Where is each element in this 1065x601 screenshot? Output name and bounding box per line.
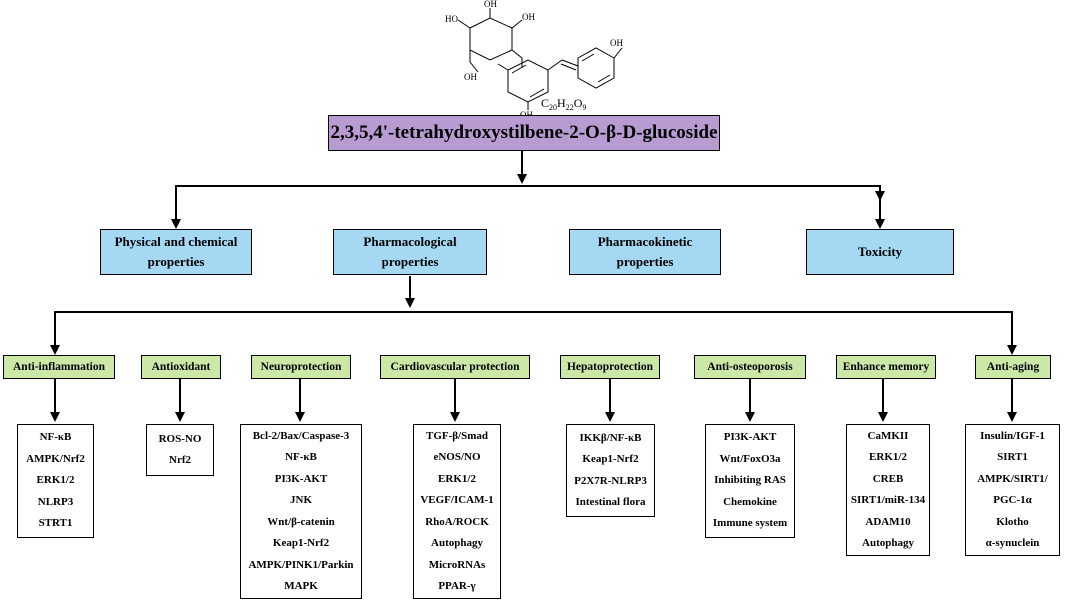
category-toxicity: Toxicity [806,229,954,275]
pathway-list-neuroprotection: Bcl-2/Bax/Caspase-3 NF-κB PI3K-AKT JNK W… [240,424,362,599]
property-anti-osteoporosis: Anti-osteoporosis [694,355,806,379]
property-cardiovascular-protection: Cardiovascular protection [380,355,530,379]
pathway-item: Wnt/β-catenin [267,515,335,528]
compound-name-box: 2,3,5,4'-tetrahydroxystilbene-2-O-β-D-gl… [328,115,720,151]
category-pharmacological: Pharmacological properties [333,229,487,275]
pathway-list-enhance-memory: CaMKII ERK1/2 CREB SIRT1/miR-134 ADAM10 … [846,424,930,556]
molecular-formula: C20H22O9 [541,96,586,112]
property-enhance-memory: Enhance memory [836,355,936,379]
pathway-item: Immune system [712,517,788,530]
pathway-item: Insulin/IGF-1 [980,429,1045,442]
phenol-ring-a [507,59,549,103]
pathway-item: STRT1 [38,517,73,530]
pathway-item: Nrf2 [169,454,191,466]
pathway-item: Wnt/FoxO3a [719,452,781,465]
pathway-item: ERK1/2 [438,472,476,485]
properties-bus [54,311,1013,352]
pathway-item: PI3K-AKT [274,472,328,485]
pathway-item: AMPK/Nrf2 [26,452,85,465]
pathway-item: ERK1/2 [869,451,907,463]
pathway-list-anti-inflammation: NF-κB AMPK/Nrf2 ERK1/2 NLRP3 STRT1 [17,424,94,538]
pathway-item: SIRT1 [997,451,1028,463]
pathway-item: α-synuclein [985,537,1040,549]
pathway-item: TGF-β/Smad [425,429,489,442]
pathway-item: Keap1-Nrf2 [272,537,330,549]
pathway-list-antioxidant: ROS-NO Nrf2 [146,424,214,476]
oh-label: OH [464,72,477,82]
pathway-item: SIRT1/miR-134 [850,494,926,506]
pathway-list-hepatoprotection: IKKβ/NF-κB Keap1-Nrf2 P2X7R-NLRP3 Intest… [566,424,655,517]
pathway-item: MicroRNAs [428,558,486,571]
pathway-item: CaMKII [867,429,909,442]
pathway-item: PPAR-γ [438,580,476,592]
property-hepatoprotection: Hepatoprotection [560,355,660,379]
pathway-item: P2X7R-NLRP3 [574,474,647,487]
oh-label: OH [522,12,535,22]
pathway-item: ADAM10 [865,515,911,528]
glucose-ring [469,17,513,61]
pathway-item: Chemokine [723,495,777,508]
chemical-structure: HO OH OH OH OH OH C20H22O9 [445,0,623,120]
pathway-item: AMPK/SIRT1/ [977,472,1048,485]
pathway-item: PGC-1α [993,494,1032,506]
pathway-item: IKKβ/NF-κB [579,431,642,444]
pathway-list-anti-aging: Insulin/IGF-1 SIRT1 AMPK/SIRT1/ PGC-1α K… [965,424,1060,556]
pathway-item: PI3K-AKT [723,431,777,444]
category-pharmacokinetic: Pharmacokinetic properties [569,229,721,275]
pathway-item: Autophagy [431,537,483,549]
pathway-item: ROS-NO [158,432,202,445]
pathway-item: Bcl-2/Bax/Caspase-3 [252,429,350,442]
category-physical-chemical: Physical and chemical properties [100,229,252,275]
pathway-item: Keap1-Nrf2 [582,453,639,465]
pathway-item: eNOS/NO [433,451,481,463]
pathway-item: Intestinal flora [575,496,646,508]
pathway-item: RhoA/ROCK [425,515,489,528]
pathway-item: AMPK/PINK1/Parkin [248,558,354,571]
pathway-item: VEGF/ICAM-1 [420,494,494,506]
pathway-item: NLRP3 [37,495,74,508]
oh-label: OH [610,38,623,48]
property-antioxidant: Antioxidant [141,355,221,379]
pathway-item: NF-κB [39,431,72,444]
pathway-list-cardiovascular: TGF-β/Smad eNOS/NO ERK1/2 VEGF/ICAM-1 Rh… [413,424,501,599]
categories-bus [175,185,885,201]
pathway-item: Klotho [996,515,1029,528]
pathway-list-anti-osteoporosis: PI3K-AKT Wnt/FoxO3a Inhibiting RAS Chemo… [705,424,795,538]
property-neuroprotection: Neuroprotection [251,355,351,379]
property-anti-aging: Anti-aging [975,355,1051,379]
property-anti-inflammation: Anti-inflammation [3,355,115,379]
pathway-item: NF-κB [285,451,317,463]
pathway-item: JNK [290,494,312,506]
pathway-item: ERK1/2 [36,474,75,487]
pathway-item: CREB [872,472,904,485]
pathway-item: Inhibiting RAS [714,474,786,487]
oh-label: HO [445,14,458,24]
compound-name: 2,3,5,4'-tetrahydroxystilbene-2-O-β-D-gl… [330,122,718,143]
oh-label: OH [484,0,497,9]
pathway-item: MAPK [284,580,318,592]
pathway-item: Autophagy [862,537,914,549]
phenol-ring-b [577,47,615,89]
